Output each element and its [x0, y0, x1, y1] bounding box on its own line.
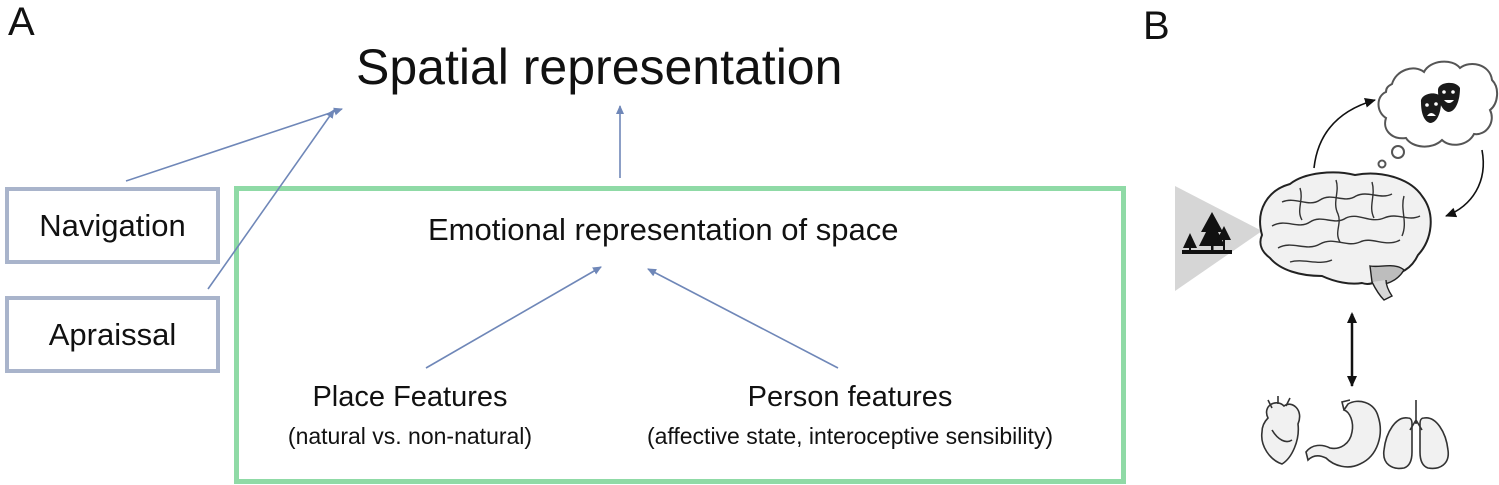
theater-masks-icon [1420, 82, 1460, 123]
person-features-title: Person features [747, 381, 953, 413]
panel-a-arrows [125, 105, 839, 369]
heart-icon [1260, 396, 1301, 465]
place-features-arrow [425, 266, 602, 369]
brain-to-thought-arrow [1313, 97, 1376, 169]
place-features-subtitle: (natural vs. non-natural) [287, 423, 533, 449]
panel-b-illustration [1175, 60, 1498, 470]
place-features-title: Place Features [312, 381, 508, 413]
lungs-icon [1382, 400, 1450, 470]
appraisal-arrow [207, 109, 335, 290]
person-features-arrow [647, 268, 839, 369]
navigation-box: Navigation [5, 187, 220, 264]
appraisal-label: Apraissal [48, 316, 177, 352]
navigation-label: Navigation [39, 207, 186, 243]
trees-icon [1182, 212, 1232, 254]
panel-label-b: B [1143, 4, 1170, 48]
appraisal-box: Apraissal [5, 296, 220, 373]
emotional-representation-box [234, 186, 1126, 484]
brain-icon [1259, 171, 1432, 301]
panel-label-a: A [8, 0, 35, 44]
thought-to-brain-arrow [1445, 149, 1484, 218]
person-features-subtitle: (affective state, interoceptive sensibil… [646, 423, 1054, 449]
navigation-arrow [125, 107, 343, 182]
spatial-representation-title: Spatial representation [356, 39, 843, 95]
stomach-icon [1305, 399, 1382, 468]
emotional-representation-title: Emotional representation of space [428, 212, 899, 247]
